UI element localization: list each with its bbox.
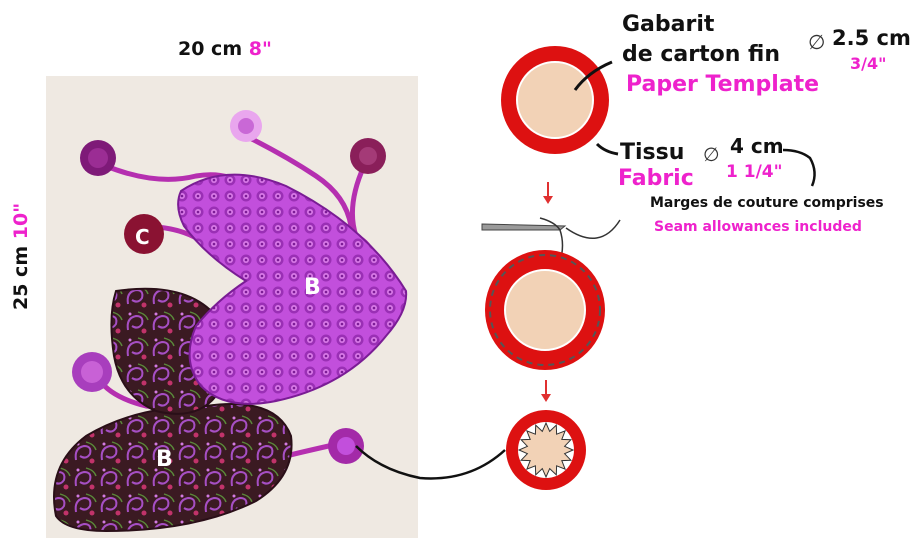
fabric-label-fr: Tissu bbox=[620, 142, 684, 164]
template-label-fr-1: Gabarit bbox=[622, 14, 714, 36]
template-diameter-cm: 2.5 cm bbox=[832, 28, 911, 49]
template-label-en: Paper Template bbox=[626, 74, 819, 96]
fabric-diameter-in: 1 1/4" bbox=[726, 164, 782, 181]
seam-note-en: Seam allowances included bbox=[654, 220, 862, 234]
fabric-diameter-cm: 4 cm bbox=[730, 136, 784, 156]
seam-note-fr: Marges de couture comprises bbox=[650, 196, 884, 210]
arrow-1-head bbox=[543, 196, 553, 204]
needle bbox=[482, 224, 565, 230]
template-diameter-in: 3/4" bbox=[850, 56, 886, 72]
fabric-leader-line bbox=[597, 144, 618, 154]
diameter-symbol-2: ∅ bbox=[703, 144, 720, 166]
connector-line bbox=[356, 446, 505, 478]
dimension-bracket bbox=[783, 150, 815, 186]
gathered-center bbox=[519, 423, 573, 477]
thread-tail bbox=[566, 220, 620, 238]
template-label-fr-2: de carton fin bbox=[622, 44, 780, 66]
fabric-label-en: Fabric bbox=[618, 168, 694, 190]
arrow-2-head bbox=[541, 394, 551, 402]
diameter-symbol-1: ∅ bbox=[808, 30, 825, 54]
template-circle-step1 bbox=[517, 62, 593, 138]
template-circle-step2 bbox=[505, 270, 585, 350]
